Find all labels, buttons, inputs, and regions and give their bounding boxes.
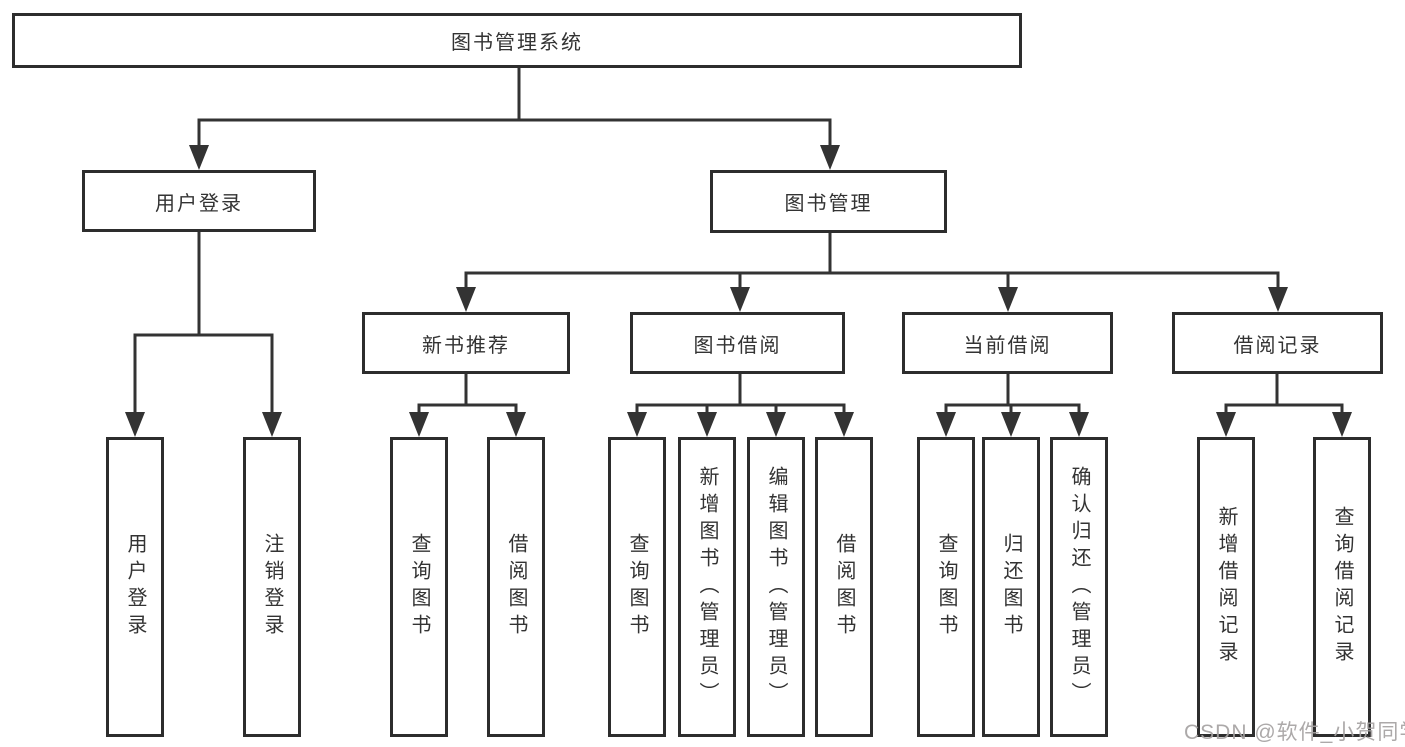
- arrowheads: [125, 145, 1352, 437]
- node-new-book-recommend-label: 新书推荐: [422, 334, 510, 357]
- leaf-confirm-return-admin: 确认归还（管理员）: [1050, 437, 1108, 737]
- leaf-query-borrow-record: 查询借阅记录: [1313, 437, 1371, 737]
- node-book-borrow-label: 图书借阅: [693, 334, 782, 357]
- leaf-add-borrow-record: 新增借阅记录: [1197, 437, 1255, 737]
- leaf-logout-login: 注销登录: [243, 437, 301, 737]
- leaf-add-books-admin-label: 新增图书（管理员）: [696, 465, 718, 709]
- leaf-query-books-borrow: 查询图书: [608, 437, 666, 737]
- leaf-return-books: 归还图书: [982, 437, 1040, 737]
- node-book-borrow: 图书借阅: [630, 312, 845, 374]
- leaf-edit-books-admin-label: 编辑图书（管理员）: [765, 465, 787, 709]
- node-borrow-records-label: 借阅记录: [1233, 334, 1322, 357]
- node-new-book-recommend: 新书推荐: [362, 312, 570, 374]
- leaf-add-borrow-record-label: 新增借阅记录: [1215, 506, 1237, 668]
- leaf-query-books-current: 查询图书: [917, 437, 975, 737]
- node-root-label: 图书管理系统: [451, 32, 583, 54]
- leaf-user-login: 用户登录: [106, 437, 164, 737]
- leaf-add-books-admin: 新增图书（管理员）: [678, 437, 736, 737]
- leaf-confirm-return-admin-label: 确认归还（管理员）: [1068, 465, 1090, 709]
- leaf-query-books-current-label: 查询图书: [935, 533, 957, 641]
- leaf-edit-books-admin: 编辑图书（管理员）: [747, 437, 805, 737]
- node-user-login-label: 用户登录: [155, 192, 243, 215]
- leaf-borrow-books-borrow: 借阅图书: [815, 437, 873, 737]
- node-root: 图书管理系统: [12, 13, 1022, 68]
- leaf-logout-login-label: 注销登录: [261, 533, 283, 641]
- node-current-borrow-label: 当前借阅: [963, 334, 1052, 357]
- node-book-management-label: 图书管理: [784, 193, 873, 215]
- leaf-query-borrow-record-label: 查询借阅记录: [1331, 506, 1353, 668]
- leaf-query-books-newbook: 查询图书: [390, 437, 448, 737]
- leaf-user-login-label: 用户登录: [124, 533, 146, 641]
- leaf-borrow-books-newbook-label: 借阅图书: [505, 533, 527, 641]
- csdn-watermark: CSDN @软件_小贺同学: [1184, 721, 1405, 744]
- leaf-query-books-newbook-label: 查询图书: [408, 533, 430, 641]
- leaf-return-books-label: 归还图书: [1000, 533, 1022, 641]
- leaf-borrow-books-borrow-label: 借阅图书: [833, 533, 855, 641]
- node-book-management: 图书管理: [710, 170, 947, 233]
- leaf-borrow-books-newbook: 借阅图书: [487, 437, 545, 737]
- node-borrow-records: 借阅记录: [1172, 312, 1383, 374]
- leaf-query-books-borrow-label: 查询图书: [626, 533, 648, 641]
- node-current-borrow: 当前借阅: [902, 312, 1113, 374]
- node-user-login: 用户登录: [82, 170, 316, 232]
